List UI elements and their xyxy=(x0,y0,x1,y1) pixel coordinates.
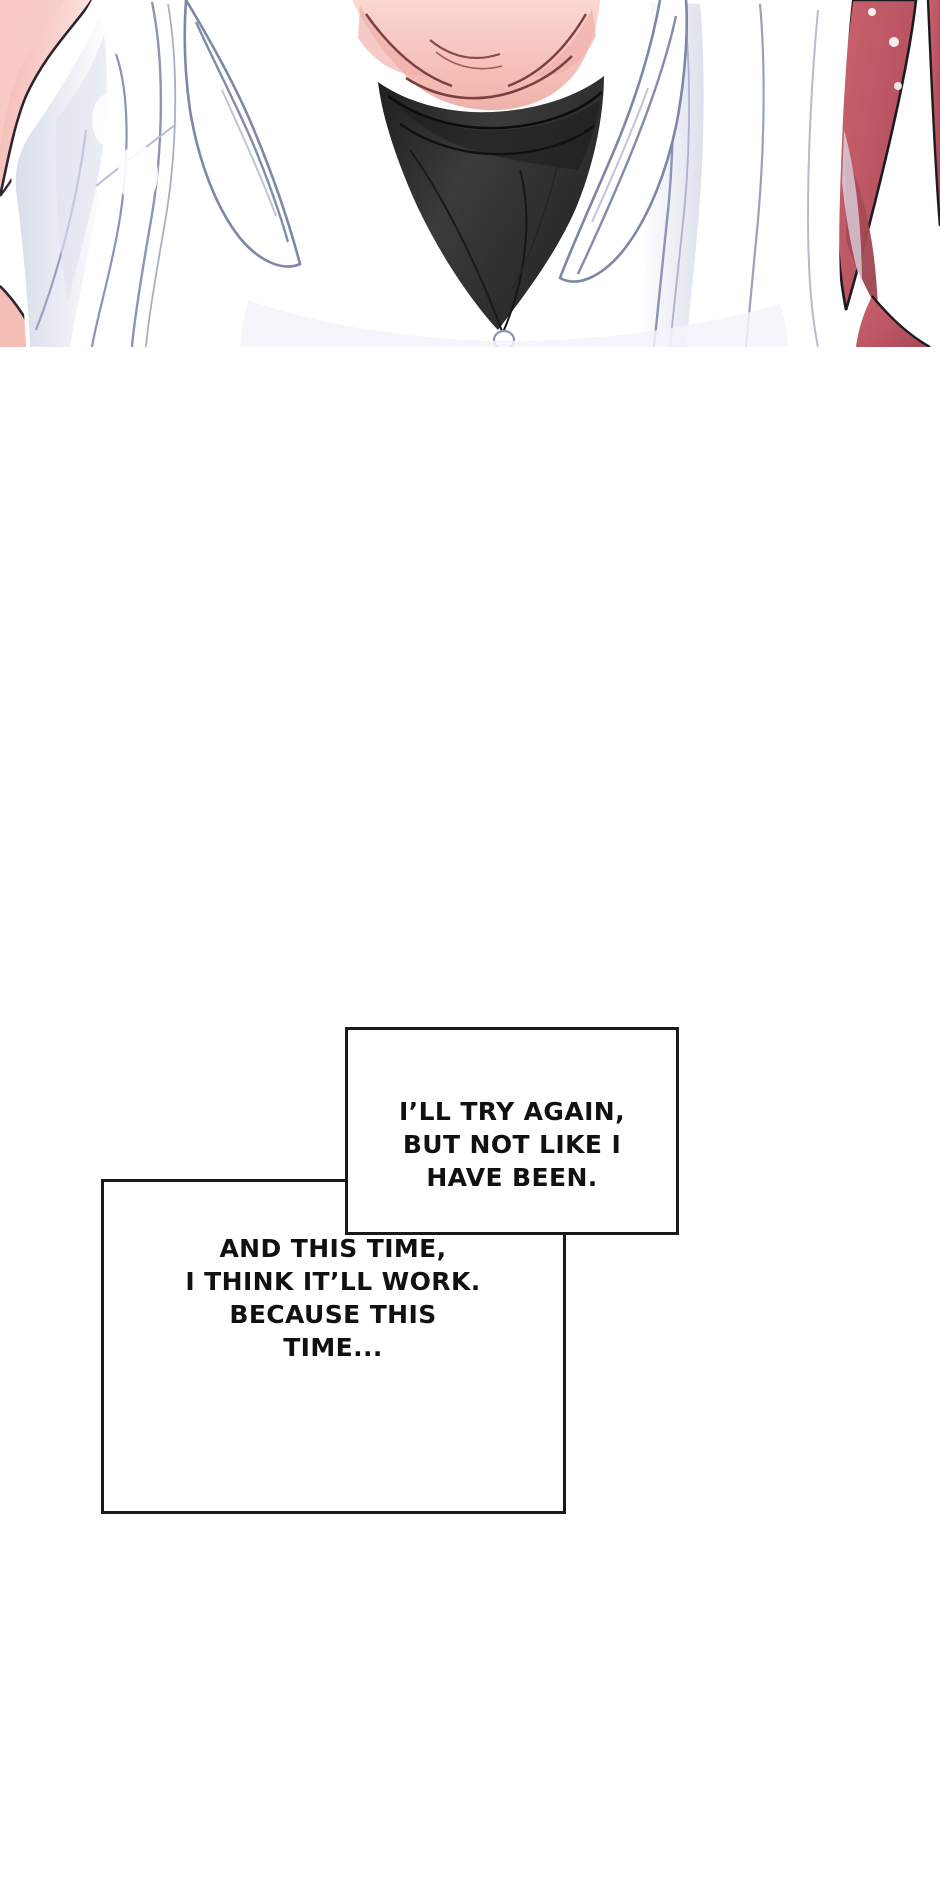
character-illustration xyxy=(0,0,940,347)
speech-bubble-upper-text: I’LL TRY AGAIN, BUT NOT LIKE I HAVE BEEN… xyxy=(398,1097,626,1192)
bubble-overlap-mask xyxy=(348,1182,563,1232)
speech-bubble-lower-text: AND THIS TIME, I THINK IT’LL WORK. BECAU… xyxy=(185,1234,481,1362)
art-panel xyxy=(0,0,940,347)
